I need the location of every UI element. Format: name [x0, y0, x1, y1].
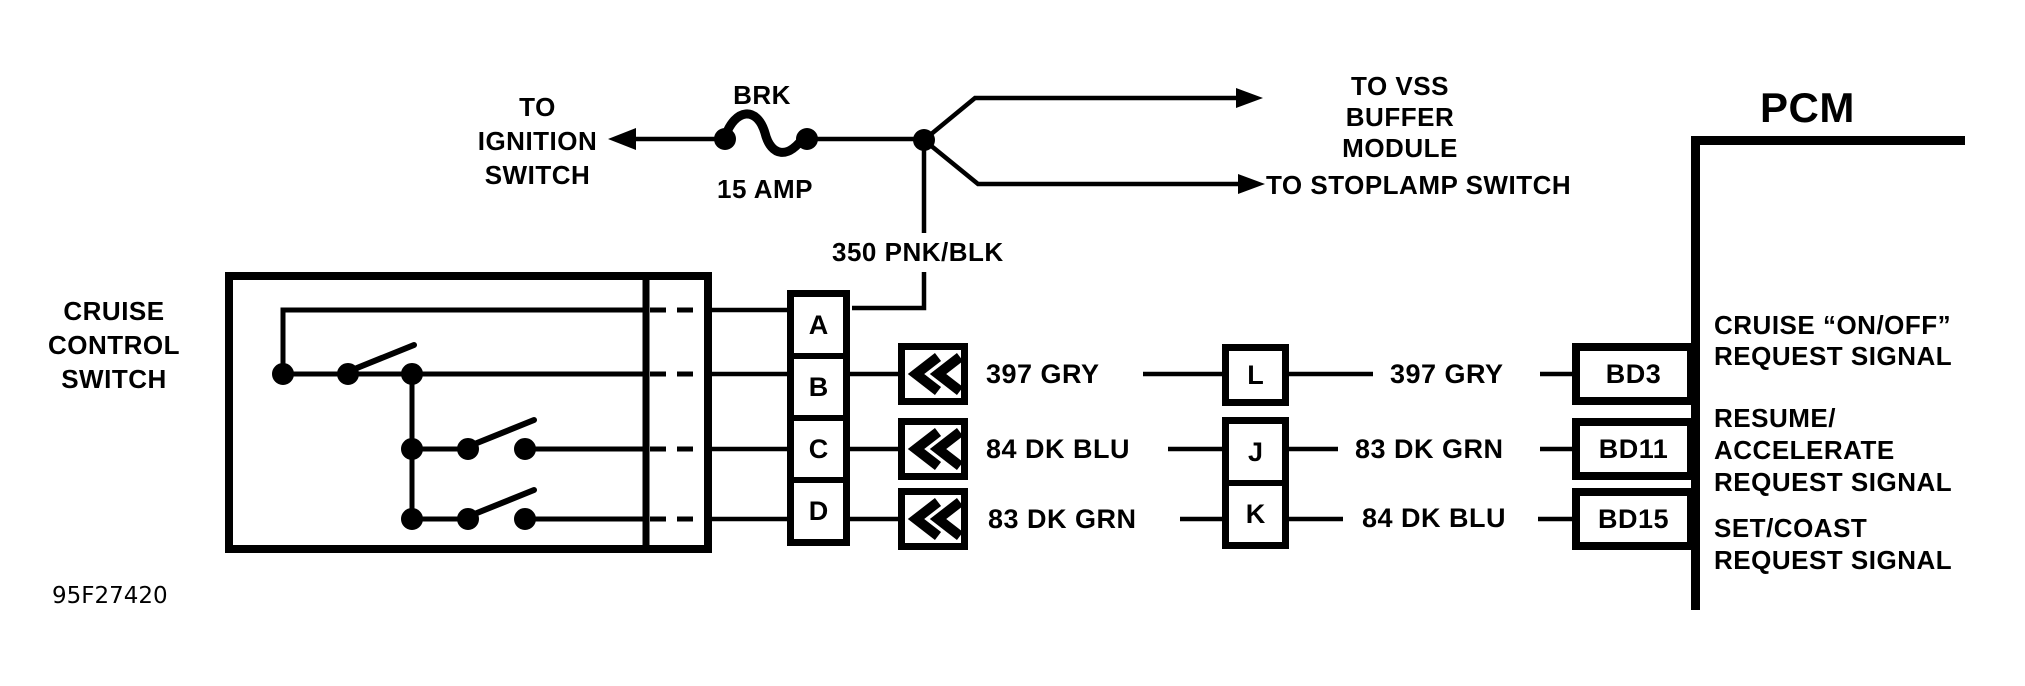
cruise-switch-box	[225, 272, 712, 553]
splice-chevron-d	[898, 488, 968, 550]
pcm-bracket	[1691, 136, 1965, 610]
to-vss-buffer-module-label: TO VSS BUFFER MODULE	[1342, 71, 1458, 163]
fuse-name-label: BRK	[733, 80, 791, 110]
pcm-pin-bd15: BD15	[1572, 488, 1695, 550]
figure-id: 95F27420	[52, 583, 168, 609]
on-off-switch	[272, 342, 643, 385]
row-a-wire	[280, 307, 643, 374]
feed-drop-wire	[852, 140, 927, 311]
splice-chevron-c	[898, 418, 968, 480]
switch-connector: A B C D	[787, 290, 850, 546]
switch-lever	[469, 487, 537, 518]
wire-84-dk-blu-left-label: 84 DK BLU	[986, 434, 1131, 464]
inline-pin-j: J	[1247, 436, 1264, 467]
set-coast-switch	[401, 487, 643, 530]
switch-lever	[469, 417, 537, 448]
signal-cruise-on-off-label: CRUISE “ON/OFF” REQUEST SIGNAL	[1714, 310, 1953, 371]
switch-pin-c: C	[794, 415, 843, 477]
inline-connector-jk: J K	[1222, 417, 1289, 549]
inline-connector-l: L	[1222, 344, 1289, 406]
pcm-pin-bd3: BD3	[1572, 343, 1695, 405]
ignition-feed-wire	[608, 128, 727, 150]
mid-wires	[1143, 371, 1222, 522]
pcm-title: PCM	[1760, 84, 1855, 131]
fuse-rating-label: 15 AMP	[717, 174, 813, 204]
vss-branch-wire	[922, 88, 1263, 142]
vss-arrow-icon	[1236, 88, 1263, 108]
to-ignition-switch-label: TO IGNITION SWITCH	[477, 92, 598, 190]
wire-397-gry-left-label: 397 GRY	[986, 359, 1100, 389]
wire-83-dk-grn-right-label: 83 DK GRN	[1355, 434, 1504, 464]
inline-pin-k: K	[1229, 480, 1282, 542]
signal-set-coast-label: SET/COAST REQUEST SIGNAL	[1714, 513, 1953, 575]
switch-pin-b: B	[794, 353, 843, 415]
wire-83-dk-grn-left-label: 83 DK GRN	[988, 504, 1137, 534]
switch-pin-d: D	[794, 477, 843, 539]
to-stoplamp-switch-label: TO STOPLAMP SWITCH	[1266, 170, 1572, 200]
switch-pin-a: A	[808, 309, 829, 340]
resume-accel-switch	[401, 417, 643, 460]
signal-resume-accelerate-label: RESUME/ ACCELERATE REQUEST SIGNAL	[1714, 403, 1953, 497]
feed-wire-label: 350 PNK/BLK	[828, 233, 1008, 272]
wire-84-dk-blu-right-label: 84 DK BLU	[1362, 503, 1507, 533]
dashed-connector-wires	[650, 307, 710, 522]
cruise-control-switch-label: CRUISE CONTROL SWITCH	[47, 296, 181, 394]
pcm-pin-bd11: BD11	[1572, 418, 1695, 480]
pcm-side-wires	[1289, 371, 1574, 522]
stoplamp-arrow-icon	[1238, 174, 1265, 194]
switch-lever	[349, 342, 417, 373]
stoplamp-branch-wire	[922, 138, 1265, 194]
splice-chevron-b	[898, 343, 968, 405]
switch-circuit	[272, 307, 643, 530]
fuse-icon	[714, 109, 818, 157]
wire-397-gry-right-label: 397 GRY	[1390, 359, 1504, 389]
left-arrow-icon	[608, 128, 636, 150]
double-chevron-icon	[907, 353, 942, 395]
double-chevron-icon	[907, 428, 942, 470]
inline-pin-l: L	[1247, 359, 1264, 390]
double-chevron-icon	[907, 498, 942, 540]
pin-stub-wires	[712, 307, 900, 522]
